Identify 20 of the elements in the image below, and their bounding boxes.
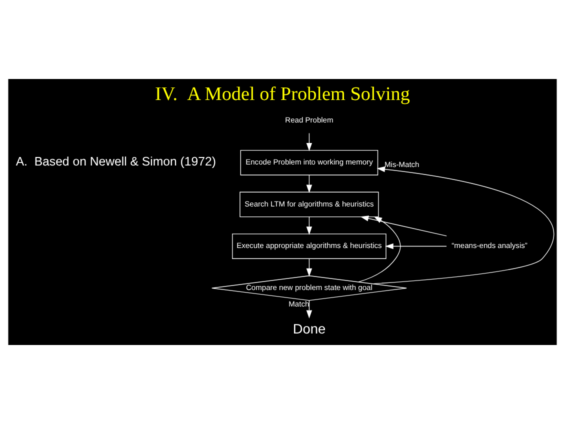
- node-box: Encode Problem into working memory: [240, 150, 378, 176]
- arrow: [306, 300, 312, 318]
- arrow: [385, 243, 447, 250]
- arrow: [358, 216, 401, 282]
- arrow: [306, 132, 312, 152]
- arrow: [306, 174, 312, 193]
- node-text: Read Problem: [285, 116, 334, 125]
- arrow: [360, 216, 447, 236]
- diagram-title: IV. A Model of Problem Solving: [155, 84, 410, 105]
- arrow: [306, 216, 312, 235]
- node-text: Done: [292, 321, 326, 336]
- arrow: [372, 166, 554, 284]
- label: A. Based on Newell & Simon (1972): [16, 154, 216, 169]
- node-box: Search LTM for algorithms & heuristics: [240, 192, 379, 218]
- arrow: [306, 258, 312, 277]
- node-diamond: Compare new problem state with goal: [212, 275, 407, 301]
- node-text: “means-ends analysis”: [452, 241, 528, 250]
- edge-label: Match: [288, 300, 310, 309]
- node-box: Execute appropriate algorithms & heuristics: [232, 234, 386, 259]
- edge-label: Mis-Match: [384, 160, 420, 170]
